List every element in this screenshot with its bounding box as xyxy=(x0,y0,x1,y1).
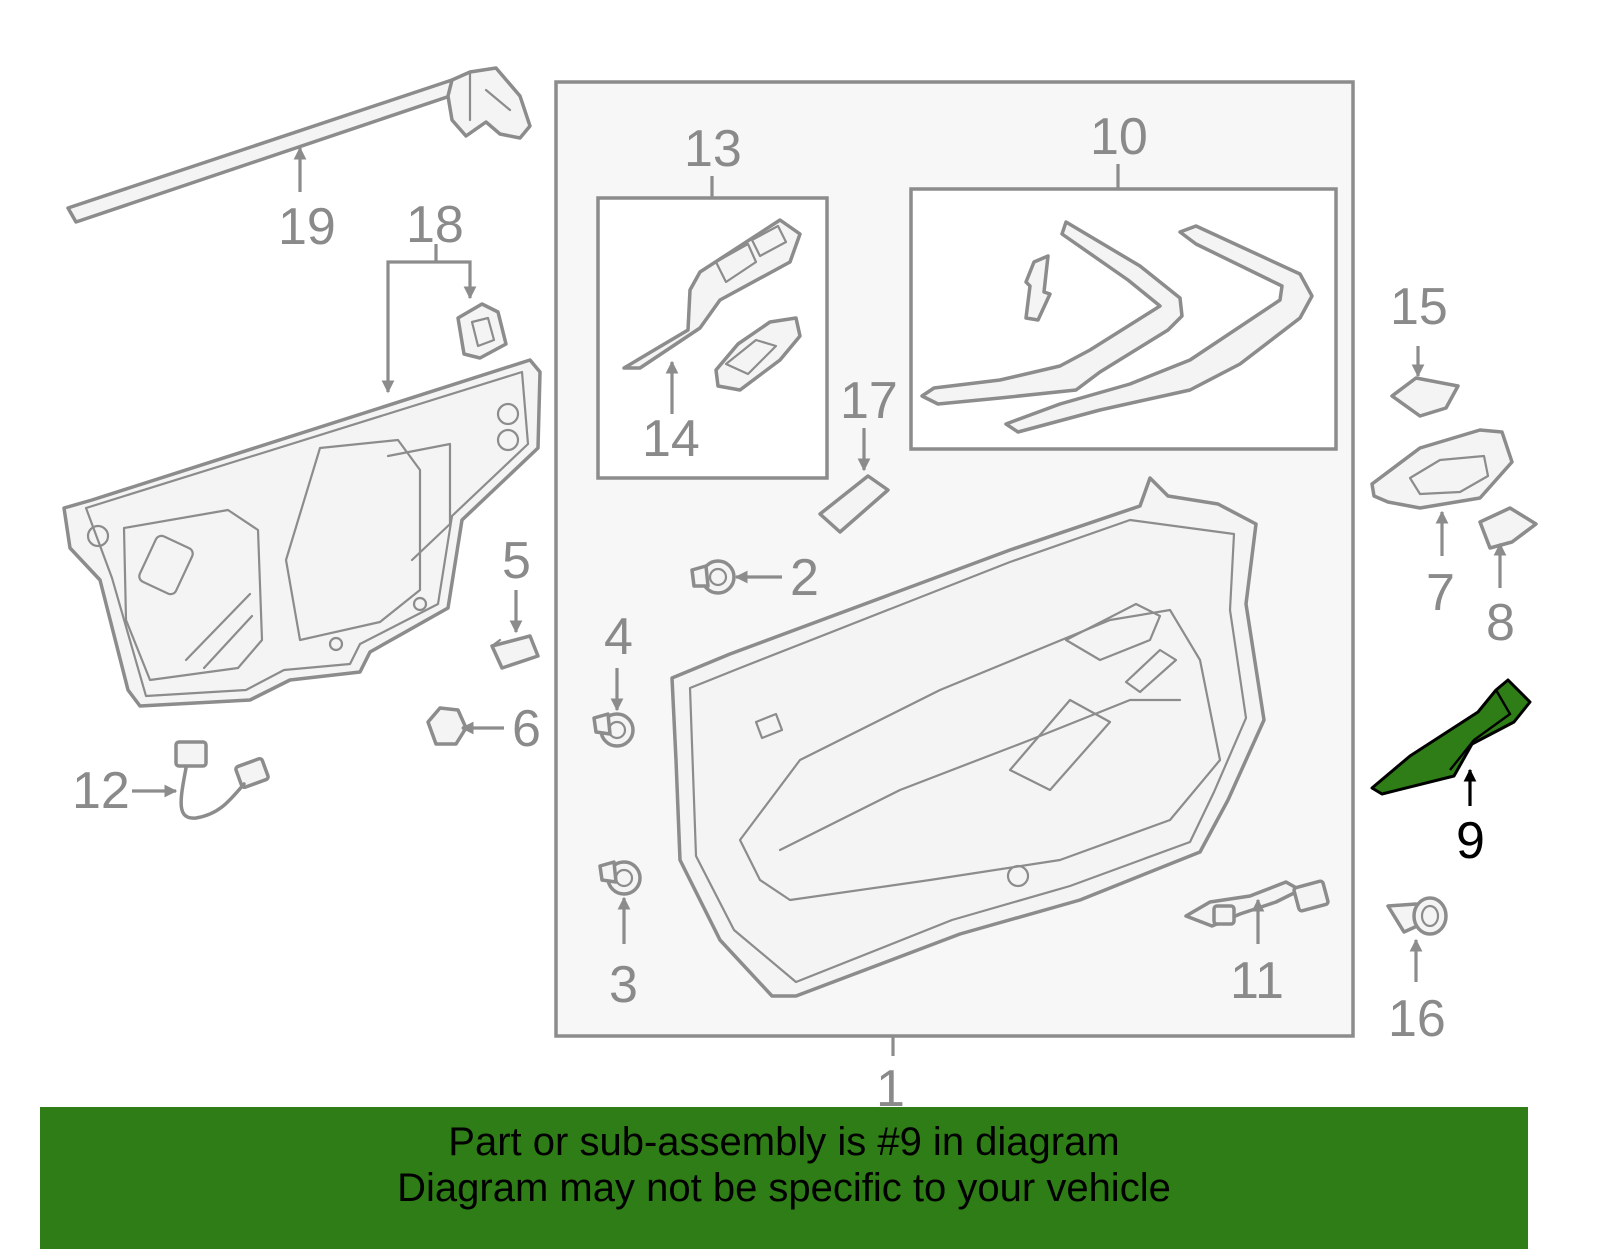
door-trim-panel[interactable] xyxy=(670,476,1266,998)
part-17-pad[interactable] xyxy=(818,474,890,534)
part-4-push-pin[interactable] xyxy=(592,712,635,748)
part-16-grommet[interactable] xyxy=(1386,896,1448,936)
callout-2: 2 xyxy=(790,549,819,607)
callout-12: 12 xyxy=(72,762,130,820)
callout-18: 18 xyxy=(406,196,464,254)
callout-11: 11 xyxy=(1230,952,1284,1010)
callout-13: 13 xyxy=(684,120,742,178)
part-12-harness[interactable] xyxy=(174,740,270,820)
part-8-trim[interactable] xyxy=(1478,506,1538,550)
callout-15: 15 xyxy=(1390,278,1448,336)
part-7-switch-bezel[interactable] xyxy=(1370,428,1514,510)
callout-7: 7 xyxy=(1426,564,1455,622)
callout-4: 4 xyxy=(604,608,633,666)
part-5-clip[interactable] xyxy=(490,634,540,670)
callout-10: 10 xyxy=(1090,108,1148,166)
door-inner-panel[interactable] xyxy=(62,358,542,708)
part-3-push-pin[interactable] xyxy=(598,860,642,896)
callout-17: 17 xyxy=(840,372,898,430)
callout-6: 6 xyxy=(512,700,541,758)
leader-lines xyxy=(132,146,1507,1056)
callout-14: 14 xyxy=(642,410,700,468)
part-13-window-switch[interactable] xyxy=(622,218,802,392)
part-10-trim-strips[interactable] xyxy=(920,220,1314,434)
part-6-nut[interactable] xyxy=(426,706,468,746)
callout-19: 19 xyxy=(278,198,336,256)
part-19-belt-molding[interactable] xyxy=(66,66,532,224)
part-2-push-pin[interactable] xyxy=(690,559,736,595)
part-9-highlighted[interactable] xyxy=(1370,678,1532,796)
part-15-pad[interactable] xyxy=(1390,376,1460,418)
banner-line-2: Diagram may not be specific to your vehi… xyxy=(397,1166,1171,1210)
part-11-harness[interactable] xyxy=(1184,879,1330,928)
callout-8: 8 xyxy=(1486,594,1515,652)
callout-3: 3 xyxy=(609,956,638,1014)
info-banner: Part or sub-assembly is #9 in diagram Di… xyxy=(40,1107,1528,1249)
callout-9: 9 xyxy=(1456,812,1485,870)
part-18-clip[interactable] xyxy=(456,302,508,360)
banner-line-1: Part or sub-assembly is #9 in diagram xyxy=(448,1120,1120,1164)
callout-5: 5 xyxy=(502,532,531,590)
callout-16: 16 xyxy=(1388,990,1446,1048)
